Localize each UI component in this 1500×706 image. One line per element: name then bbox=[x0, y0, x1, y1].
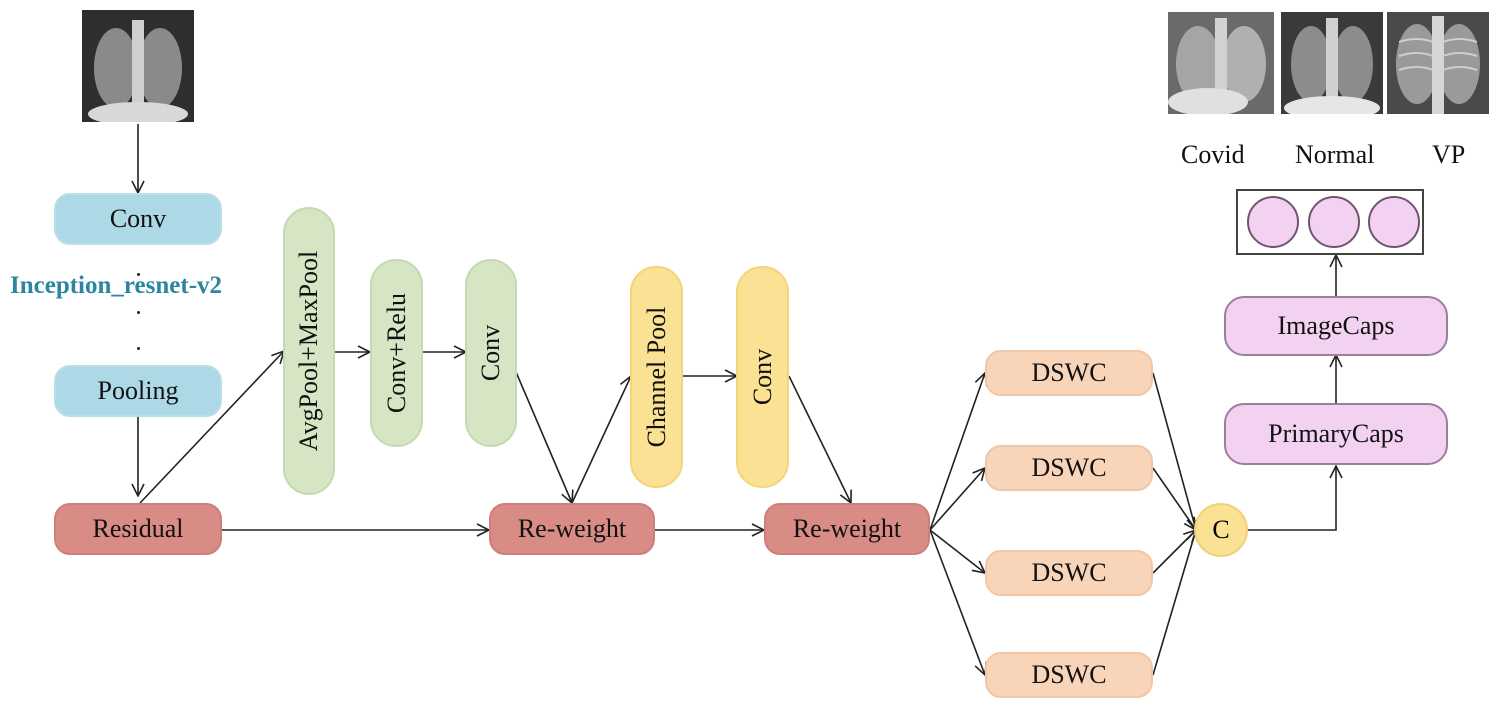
arrow-reweight1-to-channelpool bbox=[571, 376, 631, 504]
arrow-dswc2-to-c bbox=[1152, 467, 1196, 530]
primarycaps-label: PrimaryCaps bbox=[1268, 419, 1404, 448]
avgpool-maxpool-label: AvgPool+MaxPool bbox=[294, 250, 323, 452]
arrow-residual-to-avgmax bbox=[139, 351, 284, 504]
arrow-dswc1-to-c bbox=[1152, 372, 1196, 530]
reweight-block-1: Re-weight bbox=[489, 503, 655, 555]
primarycaps-block: PrimaryCaps bbox=[1224, 403, 1448, 465]
arrow-c-to-primarycaps bbox=[1248, 466, 1336, 531]
ellipsis-dot bbox=[137, 273, 140, 276]
class-label-normal: Normal bbox=[1295, 140, 1375, 169]
dswc-label: DSWC bbox=[1031, 453, 1107, 482]
arrow-reweight2-to-dswc3 bbox=[929, 529, 985, 573]
dswc-block: DSWC bbox=[985, 445, 1153, 491]
dswc-block: DSWC bbox=[985, 350, 1153, 396]
spatial-conv-block: Conv bbox=[465, 259, 517, 447]
spatial-conv-label: Conv bbox=[476, 324, 505, 382]
normal-xray-image bbox=[1281, 12, 1383, 114]
covid-xray-image bbox=[1168, 12, 1274, 114]
arrow-reweight2-to-dswc2 bbox=[929, 468, 985, 531]
arrow-reweight2-to-dswc4 bbox=[929, 529, 985, 675]
dswc-label: DSWC bbox=[1031, 358, 1107, 387]
avgpool-maxpool-block: AvgPool+MaxPool bbox=[283, 207, 335, 495]
class-label-vp: VP bbox=[1432, 140, 1466, 169]
ellipsis-dot bbox=[137, 311, 140, 314]
reweight-block-2: Re-weight bbox=[764, 503, 930, 555]
reweight-1-label: Re-weight bbox=[517, 514, 627, 543]
class-label-covid: Covid bbox=[1181, 140, 1245, 169]
xray-graphic bbox=[1387, 12, 1489, 114]
channel-conv-block: Conv bbox=[736, 266, 789, 488]
imagecaps-label: ImageCaps bbox=[1277, 311, 1395, 340]
channel-pool-label: Channel Pool bbox=[641, 306, 671, 448]
xray-graphic bbox=[1168, 12, 1274, 114]
arrow-dswc4-to-c bbox=[1152, 530, 1196, 676]
dswc-block: DSWC bbox=[985, 652, 1153, 698]
arrow-conv-to-reweight1 bbox=[515, 371, 572, 503]
output-capsule bbox=[1368, 196, 1420, 248]
conv-relu-block: Conv+Relu bbox=[370, 259, 423, 447]
dswc-label: DSWC bbox=[1031, 660, 1107, 689]
output-capsule bbox=[1308, 196, 1360, 248]
concat-label: C bbox=[1212, 515, 1230, 544]
input-xray-image bbox=[82, 10, 194, 122]
channel-pool-block: Channel Pool bbox=[630, 266, 683, 488]
backbone-conv-block: Conv bbox=[54, 193, 222, 245]
backbone-pooling-block: Pooling bbox=[54, 365, 222, 417]
channel-conv-label: Conv bbox=[747, 348, 777, 406]
backbone-conv-label: Conv bbox=[109, 204, 167, 233]
dswc-label: DSWC bbox=[1031, 558, 1107, 587]
concat-node: C bbox=[1194, 503, 1248, 557]
vp-xray-image bbox=[1387, 12, 1489, 114]
arrow-reweight2-to-dswc1 bbox=[929, 373, 985, 531]
dswc-block: DSWC bbox=[985, 550, 1153, 596]
xray-graphic bbox=[1281, 12, 1383, 114]
arrow-conv-to-reweight2 bbox=[788, 375, 851, 503]
residual-label: Residual bbox=[92, 514, 184, 543]
ellipsis-dot bbox=[137, 347, 140, 350]
xray-graphic bbox=[82, 10, 194, 122]
imagecaps-block: ImageCaps bbox=[1224, 296, 1448, 356]
reweight-2-label: Re-weight bbox=[792, 514, 902, 543]
backbone-name-label: Inception_resnet-v2 bbox=[10, 272, 223, 299]
residual-block: Residual bbox=[54, 503, 222, 555]
output-capsule bbox=[1247, 196, 1299, 248]
conv-relu-label: Conv+Relu bbox=[381, 292, 411, 414]
backbone-pooling-label: Pooling bbox=[97, 376, 179, 405]
